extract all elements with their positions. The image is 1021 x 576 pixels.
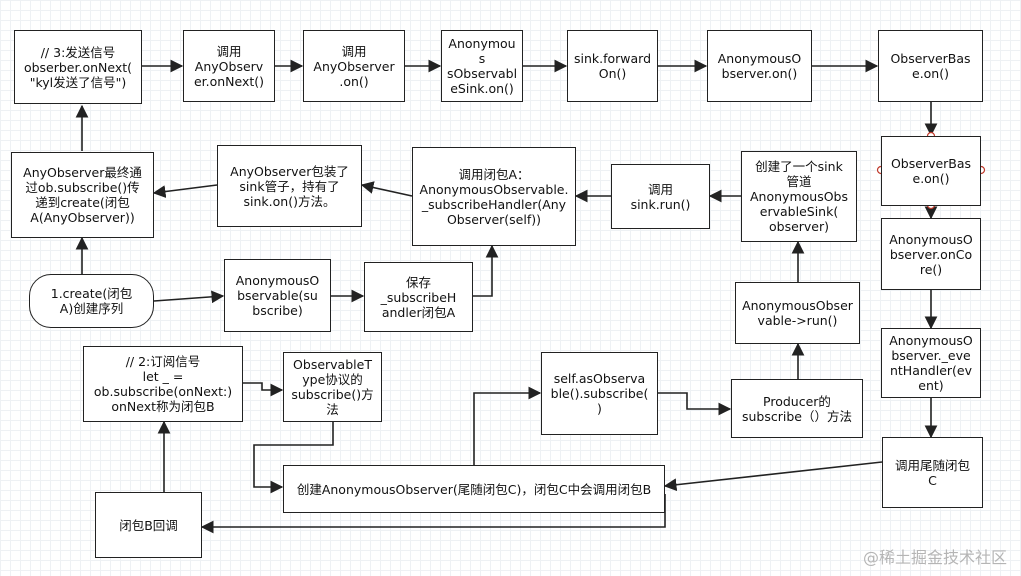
node-anon-sink-on: Anonymous sObservabl eSink.on() [441, 30, 523, 102]
edge-seq-to-anon-observable [153, 290, 225, 304]
node-create-anon-observer: 创建AnonymousObserver(尾随闭包C)，闭包C中会调用闭包B [283, 465, 665, 513]
node-self-as-observable: self.asObserva ble().subscribe( ) [541, 352, 658, 435]
edge-create-anon-to-asobs [473, 386, 542, 465]
node-call-anyobserver-onnext: 调用 AnyObserv er.onNext() [183, 30, 275, 102]
node-call-anyobserver-on: 调用 AnyObserver .on() [303, 30, 405, 102]
watermark: @稀土掘金技术社区 [862, 548, 1007, 567]
edge-closure-a-to-wrap [360, 181, 413, 197]
node-observabletype-subscribe: ObservableT ype协议的 subscribe()方 法 [283, 352, 382, 422]
node-call-sink-run: 调用 sink.run() [611, 164, 710, 229]
node-observerbase-on-1: ObserverBas e.on() [878, 30, 983, 102]
node-anon-observable: AnonymousO bservable(su bscribe) [224, 259, 331, 332]
edge-subscribe-to-observabletype [243, 382, 284, 397]
edge-wrap-to-create [152, 184, 218, 198]
edge-create-anon-to-closure-b [200, 494, 666, 534]
node-save-handler: 保存 _subscribeH andler闭包A [364, 262, 473, 332]
node-anon-observer-eventhandler: AnonymousO bserver._eve ntHandler(ev ent… [881, 328, 981, 398]
node-create-sequence: 1.create(闭包 A)创建序列 [29, 274, 154, 328]
node-closure-b-callback: 闭包B回调 [95, 492, 202, 558]
node-create-sink: 创建了一个sink 管道 AnonymousObs ervableSink( o… [741, 151, 857, 242]
edge-asobs-to-producer [658, 392, 732, 416]
node-send-signal: // 3:发送信号 obserber.onNext( "kyl发送了信号") [14, 30, 142, 104]
node-anyobserver-wrap: AnyObserver包装了 sink管子，持有了 sink.on()方法。 [217, 145, 362, 227]
node-anon-observer-oncore: AnonymousO bserver.onCo re() [881, 218, 981, 290]
node-anyobserver-create: AnyObserver最终通 过ob.subscribe()传 递到create… [11, 152, 154, 238]
edge-observabletype-to-create-anon [253, 422, 334, 494]
node-subscribe-signal: // 2:订阅信号 let _ = ob.subscribe(onNext:) … [83, 346, 243, 422]
node-anon-observable-run: AnonymousObser vable->run() [735, 282, 860, 344]
node-observerbase-on-2: ObserverBas e.on() [881, 136, 981, 206]
node-call-trailing-c: 调用尾随闭包 C [882, 437, 983, 508]
edge-save-to-closure-a [473, 244, 499, 297]
node-call-closure-a: 调用闭包A： AnonymousObservable. _subscribeHa… [412, 147, 576, 246]
node-sink-forward-on: sink.forward On() [567, 30, 658, 102]
node-producer-subscribe: Producer的 subscribe（）方法 [731, 379, 863, 438]
edge-call-c-to-create-anon [663, 461, 883, 492]
node-anon-observer-on: AnonymousO bserver.on() [707, 30, 812, 102]
